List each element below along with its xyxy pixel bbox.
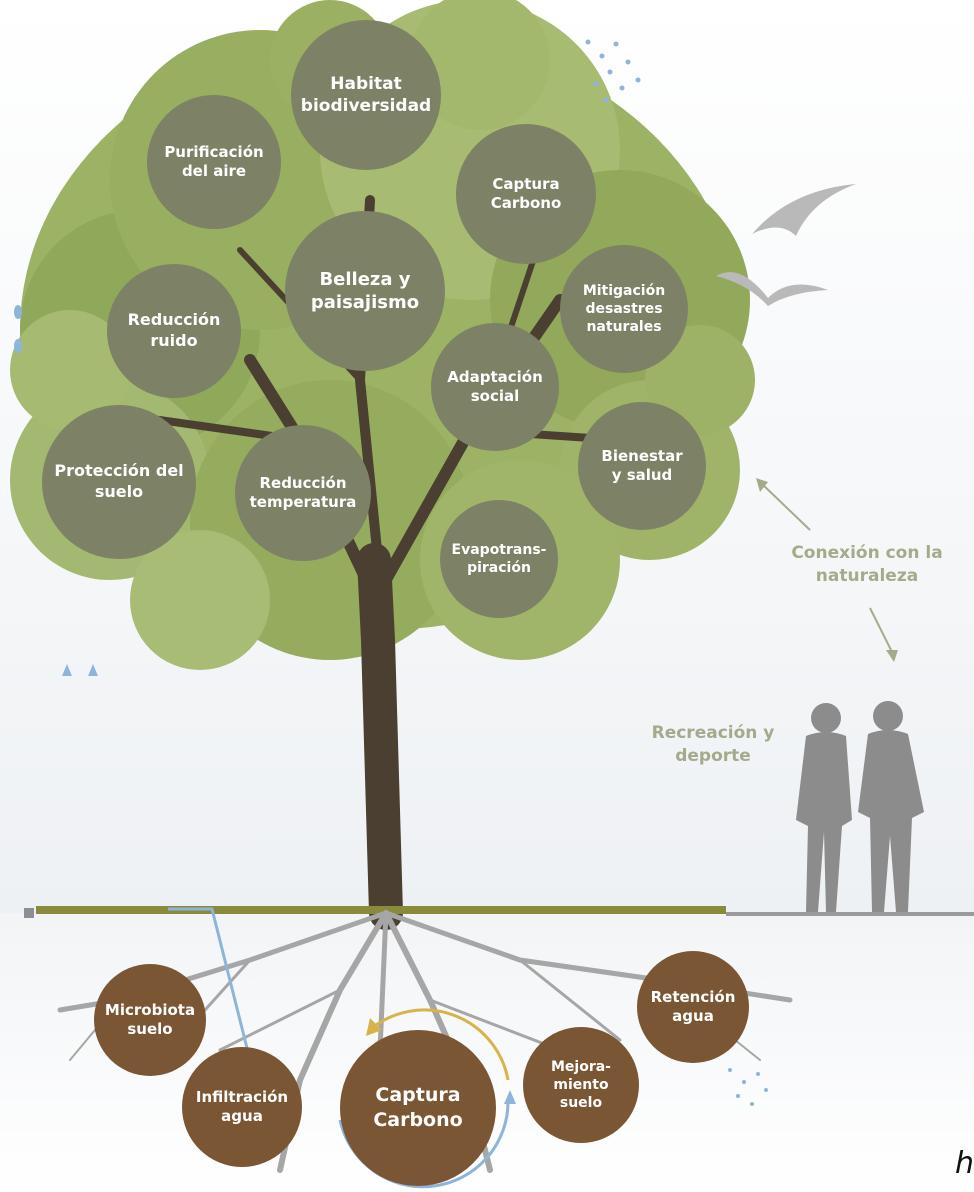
water-infiltration-arrow (168, 907, 252, 1061)
bubble-infiltracion-agua: Infiltración agua (182, 1047, 302, 1167)
connection-arrow-head (886, 650, 898, 662)
label-recreacion-deporte: Recreación y deporte (651, 723, 775, 766)
bubble-reduccion-temperatura: Reducción temperatura (235, 425, 371, 561)
corner-letter: h (955, 1146, 974, 1181)
carbon-cycle-ring-gold (371, 1008, 510, 1081)
grass-strip (36, 906, 726, 914)
bird-icon (752, 184, 856, 236)
carbon-cycle-arrow-blue (504, 1090, 516, 1104)
bubble-habitat-biodiversidad: Habitat biodiversidad (291, 20, 441, 170)
bubble-bienestar-salud: Bienestar y salud (578, 402, 706, 530)
bubble-mitigacion-desastres: Mitigación desastres naturales (560, 245, 688, 373)
connection-arrows (761, 483, 893, 653)
ground-marker (24, 908, 34, 918)
bird-icon (716, 272, 828, 306)
bubble-mejoramiento-suelo: Mejora- miento suelo (523, 1027, 639, 1143)
people-silhouettes (796, 701, 924, 912)
bubble-adaptacion-social: Adaptación social (431, 323, 559, 451)
bubble-captura-carbono-suelo: Captura Carbono (340, 1030, 496, 1186)
bubble-purificacion-aire: Purificación del aire (147, 95, 281, 229)
bubble-belleza-paisajismo: Belleza y paisajismo (285, 211, 445, 371)
carbon-cycle-arrow-gold (366, 1018, 382, 1036)
birds (716, 184, 856, 306)
bubble-microbiota-suelo: Microbiota suelo (94, 964, 206, 1076)
bubble-evapotranspiracion: Evapotrans- piración (440, 500, 558, 618)
bubble-captura-carbono: Captura Carbono (456, 124, 596, 264)
label-conexion-naturaleza: Conexión con la naturaleza (791, 543, 943, 586)
connection-arrow-head (756, 478, 768, 492)
bubble-proteccion-suelo: Protección del suelo (42, 405, 196, 559)
bubble-reduccion-ruido: Reducción ruido (107, 264, 241, 398)
water-drops (14, 39, 768, 1106)
bubble-retencion-agua: Retención agua (637, 951, 749, 1063)
